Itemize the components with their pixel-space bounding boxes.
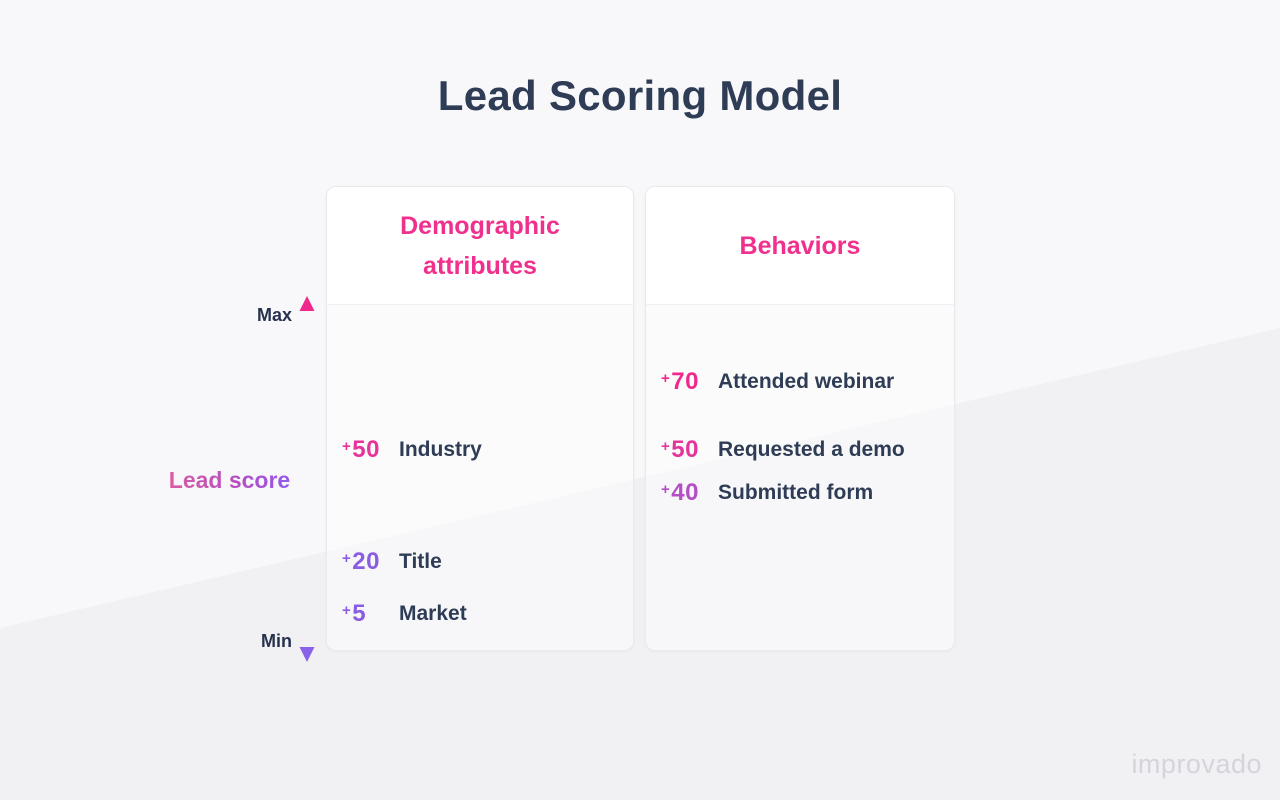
score-value: +50 [342,436,380,463]
score-value: +40 [661,479,699,506]
score-label: Industry [399,438,482,461]
score-label: Submitted form [718,481,874,504]
score-value: +70 [661,368,699,395]
score-row-market: +5 Market [342,597,625,631]
improvado-logo: improvado [1131,749,1262,779]
axis-title: Lead score [157,466,302,494]
score-label: Market [399,602,467,625]
behaviors-card: Behaviors +70 Attended webinar +50 Reque… [645,186,955,651]
axis-max-label: Max [256,305,292,325]
score-row-industry: +50 Industry [342,433,625,467]
behaviors-card-header: Behaviors [646,187,954,305]
score-row-attended-webinar: +70 Attended webinar [661,365,946,399]
demographic-attributes-card: Demographic attributes +50 Industry +20 … [326,186,634,651]
score-label: Title [399,550,442,573]
demographic-card-title: Demographic attributes [400,211,560,280]
score-row-submitted-form: +40 Submitted form [661,476,946,510]
lead-score-arrow-icon [299,296,315,662]
score-row-title: +20 Title [342,545,625,579]
score-value: +50 [661,436,699,463]
score-value: +5 [342,600,367,627]
score-value: +20 [342,548,380,575]
score-label: Attended webinar [718,370,895,393]
score-label: Requested a demo [718,438,905,461]
page-title: Lead Scoring Model [437,72,843,119]
behaviors-card-title: Behaviors [739,231,861,260]
behaviors-card-body: +70 Attended webinar +50 Requested a dem… [646,305,954,650]
score-row-requested-demo: +50 Requested a demo [661,433,946,467]
demographic-card-header: Demographic attributes [327,187,633,305]
demographic-card-body: +50 Industry +20 Title +5 Market [327,305,633,650]
axis-min-label: Min [261,631,292,651]
